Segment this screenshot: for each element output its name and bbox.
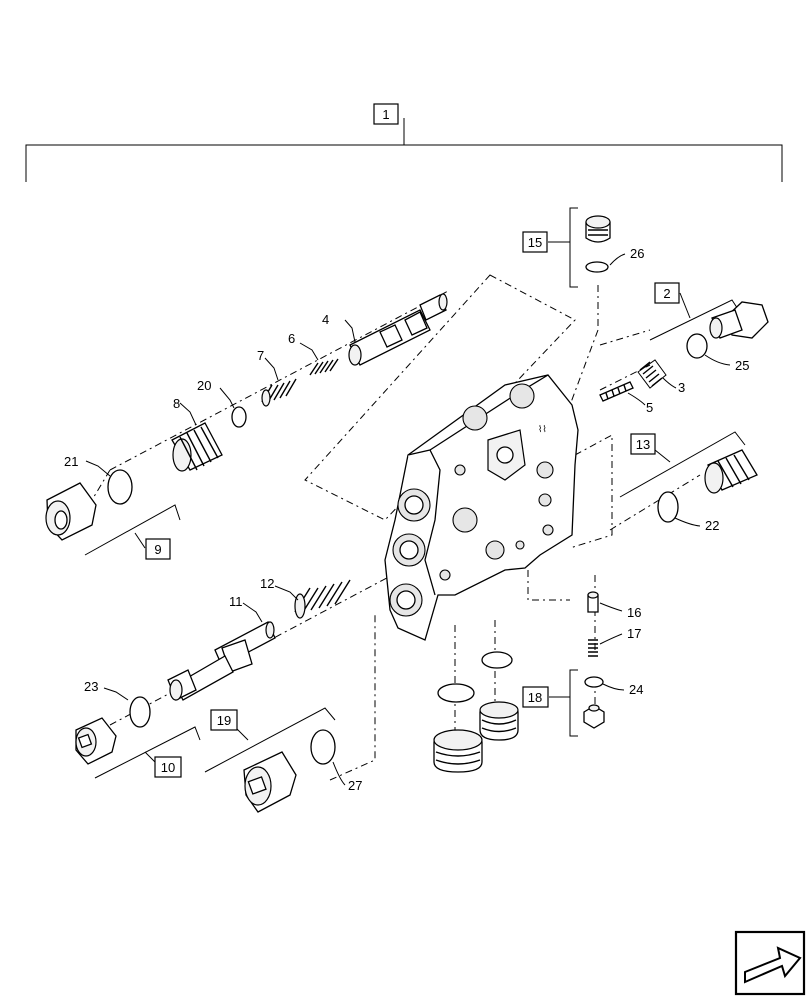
label-box-18[interactable]: 18 bbox=[522, 686, 549, 708]
o-ring-bottom-right[interactable] bbox=[481, 651, 513, 669]
label-box-19[interactable]: 19 bbox=[210, 709, 238, 731]
callout-12: 12 bbox=[260, 576, 274, 591]
svg-text:19: 19 bbox=[217, 713, 231, 728]
spool-11[interactable] bbox=[167, 621, 276, 701]
bracket-13 bbox=[619, 431, 746, 498]
callout-8: 8 bbox=[173, 396, 180, 411]
cap-8[interactable] bbox=[171, 422, 223, 472]
label-box-2[interactable]: 2 bbox=[654, 282, 680, 304]
callout-5: 5 bbox=[646, 400, 653, 415]
o-ring-bottom-left[interactable] bbox=[437, 683, 475, 703]
spring-6[interactable] bbox=[309, 358, 339, 376]
callout-17: 17 bbox=[627, 626, 641, 641]
svg-text:15: 15 bbox=[528, 235, 542, 250]
callout-21: 25 bbox=[735, 358, 749, 373]
callout-23: 22 bbox=[705, 518, 719, 533]
o-ring-25[interactable] bbox=[129, 696, 151, 728]
pin-5[interactable] bbox=[599, 381, 634, 402]
plug-small-bottom[interactable] bbox=[583, 704, 605, 729]
o-ring-22[interactable] bbox=[107, 469, 133, 505]
o-ring-20[interactable] bbox=[231, 406, 247, 428]
callout-11: 11 bbox=[229, 594, 243, 609]
callout-6: 6 bbox=[288, 331, 295, 346]
body-stamp-glyph: ⌇⌇ bbox=[538, 424, 547, 434]
label-box-13[interactable]: 13 bbox=[630, 433, 656, 455]
callout-27: 27 bbox=[348, 778, 362, 793]
callout-20: 20 bbox=[197, 378, 211, 393]
plug-bottom-right[interactable] bbox=[479, 701, 519, 741]
o-ring-21[interactable] bbox=[686, 333, 708, 359]
plug-10[interactable] bbox=[75, 717, 117, 765]
spring-17[interactable] bbox=[588, 639, 598, 657]
o-ring-26[interactable] bbox=[585, 261, 609, 273]
spring-7[interactable] bbox=[261, 378, 297, 407]
callout-7: 7 bbox=[257, 348, 264, 363]
fitting-2[interactable] bbox=[709, 301, 769, 339]
assembly-label-box[interactable]: 1 bbox=[373, 103, 399, 125]
bracket-15 bbox=[548, 207, 578, 288]
callout-3: 3 bbox=[678, 380, 685, 395]
plug-13[interactable] bbox=[704, 449, 758, 494]
label-box-9[interactable]: 9 bbox=[145, 538, 171, 560]
plug-9[interactable] bbox=[45, 482, 97, 541]
valve-body[interactable]: ⌇⌇ bbox=[384, 374, 579, 641]
projection-lines bbox=[79, 274, 701, 781]
assembly-bracket bbox=[25, 118, 783, 182]
bracket-9 bbox=[84, 504, 181, 556]
spool-4[interactable] bbox=[348, 293, 448, 366]
callout-26: 26 bbox=[630, 246, 644, 261]
svg-text:9: 9 bbox=[154, 542, 161, 557]
o-ring-23[interactable] bbox=[657, 491, 679, 523]
label-1: 1 bbox=[382, 107, 389, 122]
label-box-15[interactable]: 15 bbox=[522, 231, 548, 253]
plug-small-top[interactable] bbox=[585, 215, 611, 243]
svg-text:13: 13 bbox=[636, 437, 650, 452]
callout-25: 23 bbox=[84, 679, 98, 694]
svg-text:18: 18 bbox=[528, 690, 542, 705]
next-page-arrow-icon[interactable] bbox=[734, 930, 806, 996]
label-box-10[interactable]: 10 bbox=[154, 756, 182, 778]
plug-bottom-left[interactable] bbox=[433, 729, 483, 773]
bracket-18 bbox=[549, 669, 578, 737]
pin-16[interactable] bbox=[587, 591, 599, 613]
callout-22: 21 bbox=[64, 454, 78, 469]
svg-text:10: 10 bbox=[161, 760, 175, 775]
callout-16: 16 bbox=[627, 605, 641, 620]
o-ring-24[interactable] bbox=[584, 676, 604, 688]
callout-4: 4 bbox=[322, 312, 329, 327]
callout-24: 24 bbox=[629, 682, 643, 697]
spring-3[interactable] bbox=[637, 359, 667, 389]
o-ring-27[interactable] bbox=[310, 729, 336, 765]
plug-19[interactable] bbox=[243, 751, 297, 813]
svg-text:2: 2 bbox=[663, 286, 670, 301]
